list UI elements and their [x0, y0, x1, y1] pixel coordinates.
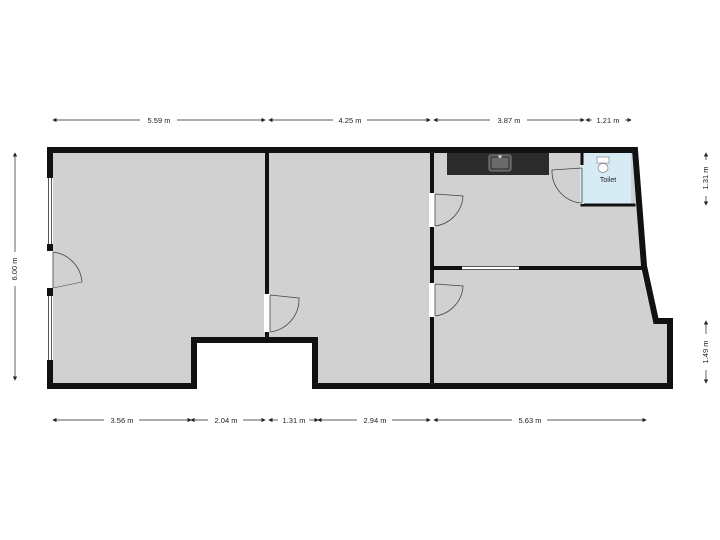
- window-partition: [462, 266, 519, 270]
- door-interior-1: [264, 294, 300, 333]
- dim-bottom-3: 1.31 m: [283, 416, 306, 425]
- floor-room-lower-right: [434, 270, 667, 383]
- dim-top-1: 5.59 m: [148, 116, 171, 125]
- kitchen-counter: [447, 153, 549, 175]
- walls: [47, 147, 673, 389]
- floor-room-middle: [269, 153, 430, 383]
- dim-right-top: 1.31 m: [701, 167, 710, 190]
- dim-left: 6.00 m: [10, 258, 19, 281]
- floor-areas: [53, 153, 667, 383]
- dim-top-2: 4.25 m: [339, 116, 362, 125]
- doors: [47, 165, 584, 333]
- door-interior-2: [429, 193, 464, 227]
- door-interior-3: [429, 283, 464, 317]
- dim-top-3: 3.87 m: [498, 116, 521, 125]
- dim-bottom-5: 5.63 m: [519, 416, 542, 425]
- door-toilet: [551, 165, 584, 204]
- toilet-icon: [596, 156, 610, 173]
- window-left-lower: [47, 296, 53, 360]
- door-left-entry: [47, 251, 83, 289]
- dim-right-bottom: 1.49 m: [701, 341, 710, 364]
- window-left-upper: [47, 178, 53, 244]
- dim-bottom-4: 2.94 m: [364, 416, 387, 425]
- dim-top-4: 1.21 m: [597, 116, 620, 125]
- windows: [47, 178, 519, 360]
- dim-bottom-2: 2.04 m: [215, 416, 238, 425]
- dim-bottom-1: 3.56 m: [111, 416, 134, 425]
- floor-room-left: [53, 153, 265, 383]
- outer-wall: [47, 147, 673, 389]
- room-label-toilet: Toilet: [600, 177, 616, 184]
